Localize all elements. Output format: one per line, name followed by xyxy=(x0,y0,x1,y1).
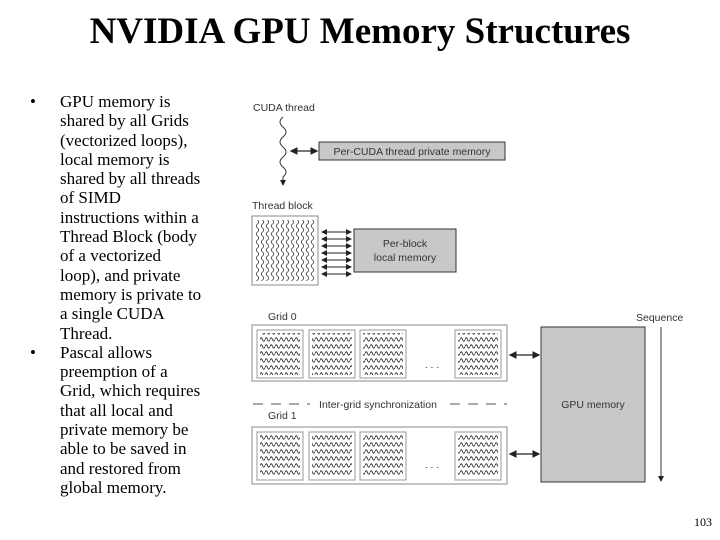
block-memory-arrows xyxy=(321,229,352,277)
bullet-line: private memory be xyxy=(60,420,189,440)
bullet-line: Grid, which requires xyxy=(60,381,201,401)
grid1-blocks xyxy=(256,431,502,481)
bullet-line: GPU memory is xyxy=(60,92,171,111)
bullet-line: and restored from xyxy=(60,458,181,478)
bullet-line: instructions within a xyxy=(60,207,199,227)
sequence-label: Sequence xyxy=(636,312,683,324)
bullet-marker: • xyxy=(30,92,36,111)
grid0-blocks xyxy=(256,329,502,379)
gpu-memory-box xyxy=(540,326,646,483)
cuda-thread-wavy-arrow xyxy=(279,116,287,186)
grid1-ellipsis: . . . xyxy=(425,459,440,471)
thread-block-threads xyxy=(458,435,498,477)
block-memory-box xyxy=(353,228,457,273)
thread-block-threads xyxy=(363,435,403,477)
bullet-line: of a vectorized xyxy=(60,246,161,266)
grid0-label: Grid 0 xyxy=(268,311,297,323)
private-memory-label: Per-CUDA thread private memory xyxy=(334,146,492,158)
bullet-line: able to be saved in xyxy=(60,439,187,459)
bullet-line: memory is private to xyxy=(60,284,202,304)
sync-label: Inter-grid synchronization xyxy=(319,399,437,411)
cuda-thread-label: CUDA thread xyxy=(253,102,315,114)
thread-block-threads xyxy=(458,333,498,375)
page-number: 103 xyxy=(694,515,712,529)
thread-block-threads xyxy=(363,333,403,375)
gpu-memory-label: GPU memory xyxy=(561,399,625,411)
bullet-marker: • xyxy=(30,342,36,362)
thread-block-threads xyxy=(260,333,300,375)
bullet-line: Thread Block (body xyxy=(60,227,197,247)
thread-block-threads xyxy=(312,333,352,375)
bullet-line: preemption of a xyxy=(60,362,168,382)
bullet-line: Thread. xyxy=(60,323,113,343)
bullet-line: a single CUDA xyxy=(60,304,165,324)
block-memory-label-1: Per-block xyxy=(383,238,428,250)
thread-block-threads xyxy=(256,220,314,281)
bullet-line: loop), and private xyxy=(60,265,181,285)
thread-block-label: Thread block xyxy=(252,200,313,212)
block-memory-label-2: local memory xyxy=(374,252,437,264)
thread-block-threads xyxy=(260,435,300,477)
bullet-line: Pascal allows xyxy=(60,342,153,362)
bullet-line: shared by all Grids xyxy=(60,111,189,131)
private-memory-box xyxy=(318,141,506,161)
thread-block-threads xyxy=(312,435,352,477)
grid0-ellipsis: . . . xyxy=(425,359,440,371)
bullet-line: shared by all threads xyxy=(60,169,201,189)
bullet-line: local memory is xyxy=(60,149,170,169)
bullet-line: global memory. xyxy=(60,477,167,497)
bullet-line: (vectorized loops), xyxy=(60,130,188,150)
slide-title: NVIDIA GPU Memory Structures xyxy=(89,11,631,52)
bullet-line: of SIMD xyxy=(60,188,121,208)
bullet-line: that all local and xyxy=(60,400,173,420)
grid1-label: Grid 1 xyxy=(268,410,297,422)
